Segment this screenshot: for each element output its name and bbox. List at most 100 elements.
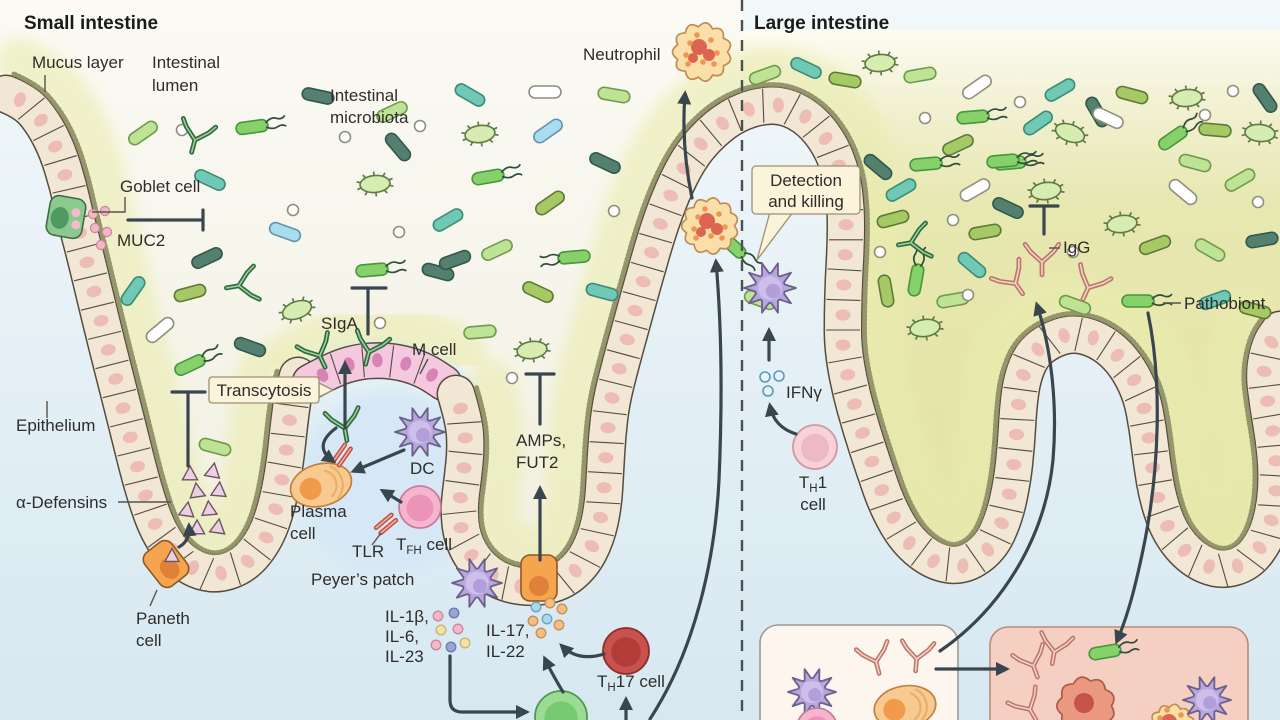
rod-bacterium-icon	[301, 87, 335, 105]
dendritic-cell-icon	[451, 558, 503, 608]
macrophage-icon	[1055, 676, 1115, 720]
round-microbe-icon	[873, 245, 887, 259]
label-th17-cell: TH17 cell	[597, 672, 665, 694]
label-detection-2: and killing	[768, 192, 844, 211]
arrow	[379, 488, 403, 504]
arrow	[938, 301, 1057, 653]
cytokine-dot-icon	[435, 624, 447, 636]
round-microbe-icon	[373, 316, 387, 330]
rod-bacterium-icon	[1238, 300, 1272, 320]
antibody-icon	[354, 328, 393, 367]
rod-bacterium-icon	[432, 208, 464, 232]
rod-bacterium-icon	[1178, 153, 1212, 173]
rod-bacterium-icon	[454, 83, 486, 107]
arrow	[559, 643, 606, 659]
round-microbe-icon	[918, 111, 932, 125]
flagellated-bacterium-icon	[907, 244, 927, 297]
rod-bacterium-icon	[877, 274, 895, 308]
label-intestinal-lumen-1: Intestinal	[152, 53, 220, 72]
ifn-gamma-dot	[759, 371, 771, 383]
dendritic-cell-icon	[394, 407, 446, 457]
label-epithelium: Epithelium	[16, 416, 95, 435]
round-microbe-icon	[1066, 245, 1080, 259]
rod-bacterium-icon	[597, 86, 631, 104]
label-ifn-gamma: IFNγ	[786, 383, 822, 402]
rod-bacterium-icon	[962, 74, 992, 100]
flagellated-bacterium-icon	[355, 259, 407, 278]
goblet-label-line	[92, 197, 126, 213]
round-microbe-icon	[607, 204, 621, 218]
arrow	[677, 90, 694, 200]
cytokine-dot-icon	[544, 597, 556, 609]
title-small-intestine: Small intestine	[24, 13, 158, 34]
neutrophil-icon	[1151, 703, 1195, 720]
alpha-defensin-icon	[189, 481, 207, 499]
arrow	[448, 654, 530, 720]
alpha-defensin-icon	[208, 517, 226, 535]
rod-bacterium-icon	[876, 209, 910, 229]
muc2-mucin-dot	[101, 226, 113, 238]
rod-bacterium-icon	[942, 133, 974, 157]
alpha-defensin-icon	[163, 547, 181, 563]
antibody-icon	[853, 639, 890, 676]
rod-bacterium-icon	[903, 66, 937, 84]
rod-bacterium-icon	[1198, 289, 1232, 311]
cytokine-dot-icon	[553, 619, 565, 631]
antibody-icon	[899, 638, 937, 674]
rod-bacterium-icon	[957, 251, 987, 279]
round-microbe-icon	[961, 288, 975, 302]
muc2-mucin-dot	[89, 222, 101, 234]
label-paneth-cell-1: Paneth	[136, 609, 190, 628]
label-intestinal-microbiota-2: microbiota	[330, 108, 409, 127]
plasma-cell-icon	[873, 684, 937, 720]
label-alpha-defensins: α-Defensins	[16, 493, 107, 512]
rod-bacterium-icon	[191, 246, 223, 270]
paneth-tick	[149, 589, 158, 607]
arrow	[177, 522, 197, 549]
rod-bacterium-icon	[376, 100, 408, 124]
rod-bacterium-icon	[790, 56, 822, 80]
round-microbe-icon	[1251, 195, 1265, 209]
ifn-gamma-dot	[773, 370, 785, 382]
neutrophil-icon	[680, 197, 739, 255]
cytokine-dot-icon	[430, 639, 442, 651]
dendritic-cell-icon	[787, 668, 837, 716]
dendritic-cell-icon	[1182, 676, 1232, 720]
paneth-cell-icon	[142, 539, 190, 589]
label-amps-2: FUT2	[516, 453, 559, 472]
round-microbe-icon	[1013, 95, 1027, 109]
label-th1-cell-1: TH1	[799, 473, 827, 495]
label-goblet-cell: Goblet cell	[120, 177, 200, 196]
arrow	[542, 655, 565, 694]
flagellated-bacterium-icon	[1088, 638, 1140, 661]
round-microbe-icon	[505, 371, 519, 385]
antibody-icon	[1039, 630, 1076, 667]
rod-bacterium-icon	[748, 64, 782, 86]
label-muc2: MUC2	[117, 231, 165, 250]
rod-bacterium-icon	[128, 120, 158, 146]
cytokine-dot-icon	[459, 637, 471, 649]
cytokine-dot-icon	[556, 603, 568, 615]
rod-bacterium-icon	[438, 249, 472, 271]
muc2-mucin-dot	[95, 239, 107, 251]
flagellated-bacterium-icon	[1158, 112, 1204, 151]
cytokine-dot-icon	[432, 610, 444, 622]
rod-bacterium-icon	[233, 336, 267, 358]
flagellated-bacterium-icon	[235, 114, 287, 136]
rod-bacterium-icon	[194, 168, 226, 192]
label-il23: IL-23	[385, 647, 424, 666]
cytokine-dot-icon	[535, 627, 547, 639]
label-il22: IL-22	[486, 642, 525, 661]
round-microbe-icon	[413, 119, 427, 133]
rod-bacterium-icon	[463, 324, 497, 340]
rod-bacterium-icon	[1168, 178, 1198, 206]
rod-bacterium-icon	[384, 132, 412, 162]
antibody-icon	[180, 116, 219, 155]
rod-bacterium-icon	[885, 178, 917, 202]
rod-bacterium-icon	[198, 437, 232, 457]
cytokine-dot-icon	[530, 601, 542, 613]
tfh-cell-icon	[398, 485, 442, 529]
th17-cell-icon	[602, 627, 650, 675]
